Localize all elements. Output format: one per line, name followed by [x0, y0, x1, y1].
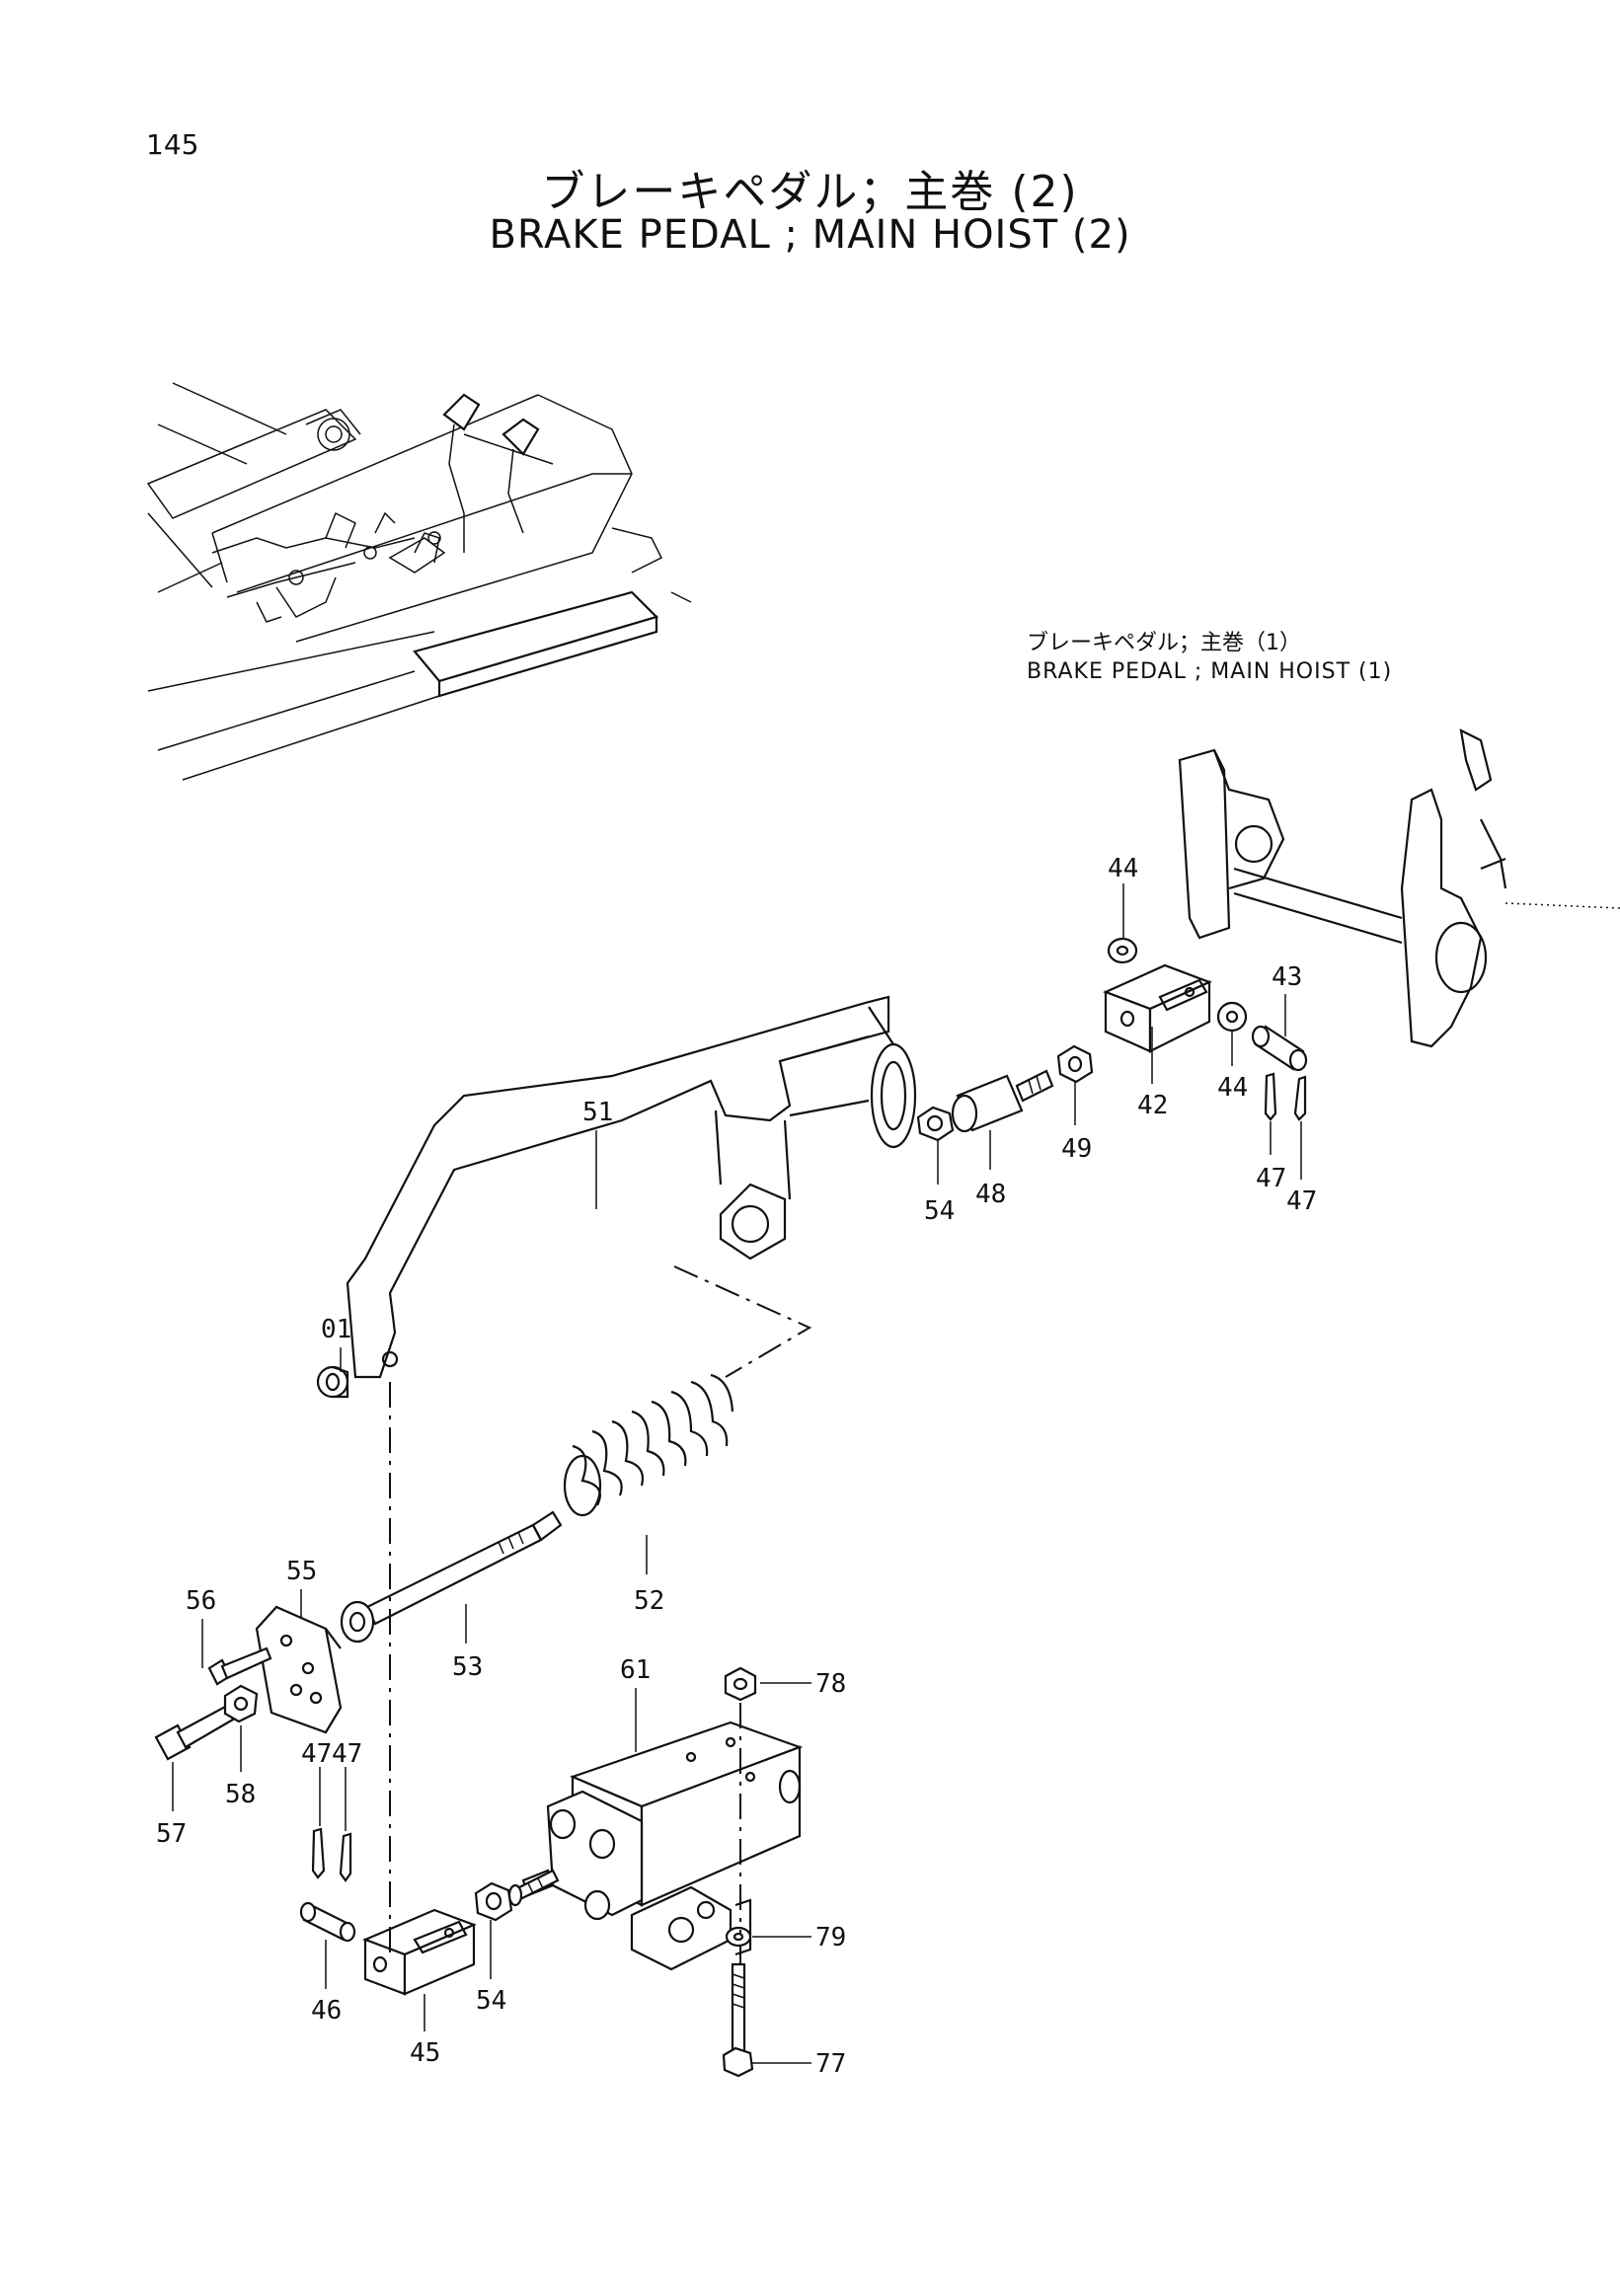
callout-47-lower-b: 47 [332, 1739, 362, 1769]
callout-42: 42 [1137, 1091, 1168, 1120]
callout-44-upper-a: 44 [1108, 854, 1138, 883]
callout-56: 56 [186, 1586, 216, 1616]
callout-47-upper-b: 47 [1286, 1186, 1317, 1216]
part-46-pin [299, 1901, 356, 1943]
callout-52: 52 [634, 1586, 664, 1616]
page-title-english: BRAKE PEDAL ; MAIN HOIST (2) [489, 212, 1131, 258]
part-55-mounting-plate [255, 1605, 343, 1734]
part-77-bolt [722, 1962, 754, 2078]
reference-label-english: BRAKE PEDAL ; MAIN HOIST (1) [1027, 659, 1393, 684]
part-79-washer [725, 1926, 752, 1948]
callout-leader-lines [172, 883, 1302, 2064]
part-78-nut [724, 1666, 757, 1702]
page-title-japanese: ブレーキペダル；主巻 (2) [541, 167, 1079, 217]
part-47-cotter-pin-lower-b [339, 1832, 352, 1882]
callout-78: 78 [815, 1669, 846, 1699]
part-48-adjuster [951, 1069, 1054, 1133]
callout-79: 79 [815, 1923, 846, 1952]
part-44-washer-upper-b [1216, 1001, 1248, 1033]
part-53-push-rod [340, 1510, 563, 1644]
callout-numbers: 01 51 52 53 55 56 57 58 61 78 79 77 44 4… [156, 854, 1317, 2079]
callout-47-lower-a: 47 [301, 1739, 332, 1769]
part-01-bushing [316, 1365, 349, 1399]
part-44-washer-upper-a [1107, 937, 1138, 964]
brake-pedal-main-hoist-1-reference-drawing [1178, 728, 1620, 1048]
part-42-clevis-upper [1103, 963, 1212, 1053]
callout-46: 46 [311, 1996, 342, 2026]
callout-44-upper-b: 44 [1217, 1073, 1248, 1103]
assembly-center-lines [389, 1265, 812, 1964]
callout-51: 51 [582, 1098, 613, 1127]
callout-77: 77 [815, 2049, 846, 2079]
callout-54-lower: 54 [476, 1986, 506, 2016]
callout-61: 61 [620, 1655, 651, 1685]
reference-label-japanese: ブレーキペダル；主巻（1） [1027, 631, 1301, 655]
page-number: 145 [146, 128, 199, 161]
part-56-bolt [207, 1646, 272, 1686]
part-54-nut-lower [474, 1881, 513, 1922]
callout-53: 53 [452, 1652, 483, 1682]
callout-54-upper: 54 [924, 1196, 955, 1226]
callout-01: 01 [321, 1315, 351, 1344]
part-58-nut [223, 1684, 259, 1723]
part-43-pin [1251, 1025, 1308, 1072]
callout-57: 57 [156, 1819, 187, 1849]
callout-49: 49 [1061, 1134, 1092, 1164]
part-52-return-spring [563, 1373, 734, 1517]
callout-45: 45 [410, 2038, 440, 2068]
callout-47-upper-a: 47 [1256, 1164, 1286, 1193]
part-54-nut-upper [916, 1106, 955, 1142]
overview-chassis-drawing [146, 382, 692, 781]
part-47-cotter-pin-upper-b [1293, 1075, 1307, 1121]
part-51-brake-pedal-arm [346, 995, 917, 1379]
part-47-cotter-pin-upper-a [1264, 1072, 1277, 1121]
part-57-bolt [154, 1704, 235, 1761]
part-61-brake-valve [507, 1721, 804, 1971]
callout-48: 48 [975, 1180, 1006, 1209]
part-45-clevis-lower [362, 1908, 477, 1996]
part-47-cotter-pin-lower-a [311, 1827, 326, 1879]
callout-43: 43 [1272, 962, 1302, 992]
part-49-nut [1056, 1044, 1094, 1084]
callout-58: 58 [225, 1780, 256, 1809]
callout-55: 55 [286, 1557, 317, 1586]
